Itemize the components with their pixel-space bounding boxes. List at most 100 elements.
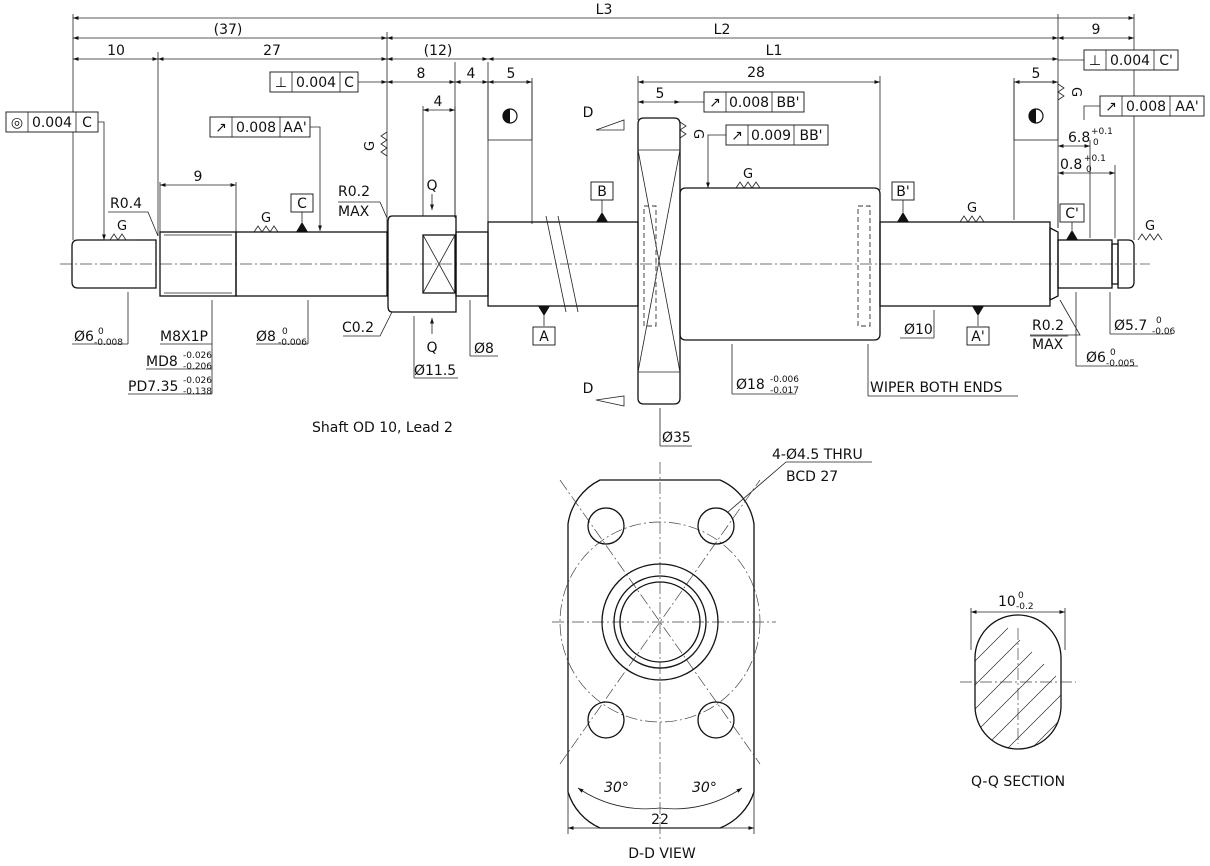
svg-text:BB': BB' bbox=[799, 128, 822, 144]
label-r0-2-left: R0.2 bbox=[338, 184, 370, 200]
datum-triangles bbox=[296, 212, 1078, 316]
sf-shaft-8: G bbox=[253, 211, 279, 233]
dim-6-8-tol-upper: +0.1 bbox=[1091, 127, 1113, 137]
svg-text:C: C bbox=[82, 115, 92, 131]
label-md8-tol-lower: -0.206 bbox=[183, 362, 212, 372]
svg-text:0.008: 0.008 bbox=[729, 95, 769, 111]
label-phi35: Ø35 bbox=[662, 430, 691, 446]
svg-text:0.004: 0.004 bbox=[1110, 53, 1150, 69]
dim-0-8: 0.8 bbox=[1060, 157, 1082, 173]
label-phi5-7-tol-lower: -0.06 bbox=[1152, 327, 1176, 337]
label-22: 22 bbox=[651, 812, 669, 828]
qq-section-texts: 10 0 -0.2 Q-Q SECTION bbox=[971, 591, 1065, 790]
dim-l3: L3 bbox=[596, 2, 613, 18]
svg-text:G: G bbox=[690, 129, 705, 139]
label-phi6-right-tol-upper: 0 bbox=[1110, 348, 1116, 358]
svg-text:↗: ↗ bbox=[731, 128, 743, 144]
dd-view-texts: 4-Ø4.5 THRU BCD 27 30° 30° 22 D-D VIEW bbox=[604, 447, 863, 862]
fcf-runout-aa-left: ↗ 0.008 AA' bbox=[209, 116, 322, 231]
svg-text:C: C bbox=[344, 75, 354, 91]
svg-text:0.008: 0.008 bbox=[1126, 99, 1166, 115]
dim-9-top: 9 bbox=[1092, 22, 1101, 38]
svg-text:D: D bbox=[583, 381, 594, 397]
label-phi6-tol-upper: 0 bbox=[98, 327, 104, 337]
label-phi5-7: Ø5.7 bbox=[1114, 318, 1147, 334]
label-30-left: 30° bbox=[604, 780, 629, 796]
label-phi8-right: Ø8 bbox=[474, 341, 494, 357]
dim-28: 28 bbox=[747, 65, 765, 81]
datum-b-prime: B' bbox=[896, 184, 909, 200]
sf-right-end: G bbox=[1137, 219, 1163, 241]
svg-text:⊥: ⊥ bbox=[275, 75, 287, 91]
datum-a-prime: A' bbox=[971, 329, 984, 345]
svg-text:G: G bbox=[967, 201, 977, 216]
dim-4a: 4 bbox=[467, 66, 476, 82]
shaft-note: Shaft OD 10, Lead 2 bbox=[312, 420, 453, 436]
sf-nut-body: G bbox=[735, 167, 761, 189]
svg-text:C': C' bbox=[1159, 53, 1173, 69]
dim-5b: 5 bbox=[656, 86, 665, 102]
datum-c: C bbox=[297, 196, 307, 212]
label-qq-10-tol-lower: -0.2 bbox=[1016, 602, 1034, 612]
q-section-markers: Q Q bbox=[426, 178, 437, 356]
svg-text:D: D bbox=[583, 105, 594, 121]
label-phi18-tol-upper: -0.006 bbox=[770, 375, 799, 385]
label-phi18-tol-lower: -0.017 bbox=[770, 386, 799, 396]
label-bcd: BCD 27 bbox=[786, 469, 838, 485]
dim-5a: 5 bbox=[507, 66, 516, 82]
label-dd-view: D-D VIEW bbox=[628, 846, 696, 862]
dim-4b: 4 bbox=[434, 94, 443, 110]
label-wiper: WIPER BOTH ENDS bbox=[870, 380, 1002, 396]
label-phi11-5: Ø11.5 bbox=[414, 363, 456, 379]
label-m8: M8X1P bbox=[160, 329, 208, 345]
label-max-left: MAX bbox=[338, 204, 370, 220]
svg-text:G: G bbox=[1145, 219, 1155, 234]
label-max-right: MAX bbox=[1032, 337, 1064, 353]
label-md8: MD8 bbox=[146, 354, 178, 370]
top-dimension-texts: L3 (37) L2 9 10 27 (12) L1 8 4 5 28 5 4 … bbox=[107, 2, 1113, 185]
label-phi8-tol-lower: -0.006 bbox=[278, 338, 307, 348]
dim-0-8-tol-lower: 0 bbox=[1086, 165, 1092, 175]
fcf-concentric-c: ◎ 0.004 C bbox=[5, 111, 106, 240]
dim-8: 8 bbox=[417, 66, 426, 82]
label-30-right: 30° bbox=[692, 780, 717, 796]
datum-c-prime: C' bbox=[1065, 206, 1079, 222]
svg-text:↗: ↗ bbox=[1105, 99, 1117, 115]
leader-lines bbox=[72, 201, 1172, 447]
dim-0-8-tol-upper: +0.1 bbox=[1084, 154, 1106, 164]
dim-12: (12) bbox=[424, 43, 453, 59]
fcf-runout-aa-right: ↗ 0.008 AA' bbox=[1083, 95, 1205, 120]
leader-texts: R0.4 R0.2 MAX C0.2 R0.2 MAX Ø6 0 -0.008 … bbox=[74, 184, 1176, 446]
label-qq-section: Q-Q SECTION bbox=[971, 774, 1065, 790]
d-view-markers: D D bbox=[583, 105, 625, 407]
label-4-holes: 4-Ø4.5 THRU bbox=[772, 447, 863, 463]
dim-5c: 5 bbox=[1032, 66, 1041, 82]
label-r0-2-right: R0.2 bbox=[1032, 318, 1064, 334]
svg-text:G: G bbox=[1068, 87, 1083, 97]
svg-text:Q: Q bbox=[426, 178, 437, 194]
label-phi6-right: Ø6 bbox=[1086, 350, 1106, 366]
dim-10: 10 bbox=[107, 43, 125, 59]
label-qq-10-tol-upper: 0 bbox=[1018, 591, 1024, 601]
svg-text:⊥: ⊥ bbox=[1089, 53, 1101, 69]
label-phi8-tol-upper: 0 bbox=[282, 327, 288, 337]
half-circle-symbol-right bbox=[1013, 81, 1059, 141]
sf-flange-face: G bbox=[679, 121, 705, 139]
dim-27: 27 bbox=[263, 43, 281, 59]
surface-finish-symbols: G G G G G G G G bbox=[105, 83, 1163, 241]
dim-6-8-tol-lower: 0 bbox=[1093, 138, 1099, 148]
label-pd-tol-lower: -0.138 bbox=[183, 387, 212, 397]
label-pd: PD7.35 bbox=[128, 379, 178, 395]
sf-shaft-right: G bbox=[959, 201, 985, 223]
dd-view bbox=[552, 461, 872, 842]
svg-text:0.004: 0.004 bbox=[32, 115, 72, 131]
svg-text:↗: ↗ bbox=[709, 95, 721, 111]
datum-leaders bbox=[301, 200, 1073, 326]
svg-text:AA': AA' bbox=[283, 120, 306, 136]
dim-l1: L1 bbox=[766, 43, 783, 59]
svg-text:0.004: 0.004 bbox=[296, 75, 336, 91]
datum-b: B bbox=[597, 184, 607, 200]
datum-a: A bbox=[539, 329, 549, 345]
fcf-perp-c-prime: ⊥ 0.004 C' bbox=[1058, 49, 1179, 71]
